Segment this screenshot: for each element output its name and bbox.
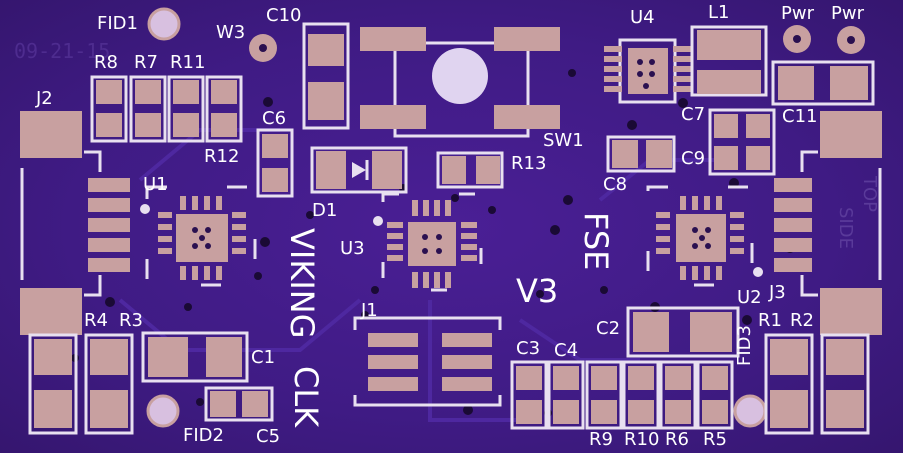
c5-footprint — [204, 386, 274, 422]
c6-footprint — [256, 128, 294, 198]
c11-footprint — [771, 60, 875, 106]
label-r4: R4 — [84, 310, 108, 331]
label-w3: W3 — [216, 22, 246, 43]
label-pwr-1: Pwr — [781, 3, 814, 24]
date-code: 09-21-15 — [14, 39, 111, 63]
c8-footprint — [606, 135, 676, 173]
u3-footprint — [373, 192, 483, 292]
c1-footprint — [141, 331, 249, 383]
j2-footprint — [20, 111, 130, 335]
label-fid2: FID2 — [183, 425, 224, 446]
label-c10: C10 — [266, 5, 302, 26]
label-fid3: FID3 — [734, 325, 755, 366]
label-r3: R3 — [119, 310, 143, 331]
fid1-marker — [147, 7, 181, 41]
u2-footprint — [646, 185, 763, 287]
small-passives-row — [510, 360, 734, 430]
label-u3: U3 — [340, 238, 365, 259]
label-j3: J3 — [769, 282, 786, 303]
j3-footprint — [774, 111, 882, 335]
label-r13: R13 — [511, 153, 547, 174]
r4-r3-footprints — [28, 333, 134, 435]
board-name-clk: CLK — [287, 366, 325, 428]
label-r10: R10 — [624, 429, 660, 450]
label-j1: J1 — [361, 300, 378, 321]
label-c11: C11 — [782, 106, 818, 127]
label-r2: R2 — [790, 310, 814, 331]
d1-footprint — [310, 146, 408, 194]
r13-footprint — [436, 151, 504, 189]
label-r5: R5 — [703, 429, 727, 450]
label-c1: C1 — [251, 347, 276, 368]
label-r8: R8 — [94, 52, 118, 73]
label-j2: J2 — [36, 88, 53, 109]
label-u2: U2 — [737, 287, 762, 308]
label-u1: U1 — [143, 174, 168, 195]
label-c7: C7 — [681, 104, 706, 125]
u4-footprint — [604, 38, 691, 104]
fid3-marker — [733, 394, 767, 428]
label-r6: R6 — [665, 429, 689, 450]
label-c4: C4 — [554, 340, 579, 361]
label-c6: C6 — [262, 108, 287, 129]
j1-footprint — [353, 316, 502, 407]
label-d1: D1 — [312, 200, 338, 221]
label-c5: C5 — [256, 426, 281, 447]
label-r11: R11 — [170, 52, 206, 73]
sw1-footprint — [360, 27, 560, 138]
label-l1: L1 — [708, 2, 730, 23]
label-u4: U4 — [630, 7, 655, 28]
label-r7: R7 — [134, 52, 158, 73]
label-c8: C8 — [603, 174, 628, 195]
top-side-label-top: TOP — [859, 176, 880, 213]
c7-c9-footprint — [708, 108, 776, 176]
label-pwr-2: Pwr — [831, 3, 864, 24]
label-r12: R12 — [204, 146, 240, 167]
c10-footprint — [302, 22, 350, 130]
u1-footprint — [140, 185, 257, 287]
label-c2: C2 — [596, 318, 621, 339]
label-c9: C9 — [681, 148, 706, 169]
label-r9: R9 — [589, 429, 613, 450]
r1-r2-footprints — [764, 333, 870, 435]
label-sw1: SW1 — [543, 130, 584, 151]
label-r1: R1 — [758, 310, 782, 331]
board-name-viking: VIKING — [283, 228, 321, 339]
l1-footprint — [690, 25, 768, 97]
top-side-label-side: SIDE — [835, 207, 856, 249]
c2-footprint — [626, 306, 740, 358]
label-fid1: FID1 — [97, 13, 138, 34]
r8-r7-r11-r12-footprints — [90, 75, 243, 143]
label-c3: C3 — [516, 338, 541, 359]
fid2-marker — [146, 394, 180, 428]
version-label: V3 — [516, 272, 559, 310]
fse-label: FSE — [577, 212, 615, 271]
